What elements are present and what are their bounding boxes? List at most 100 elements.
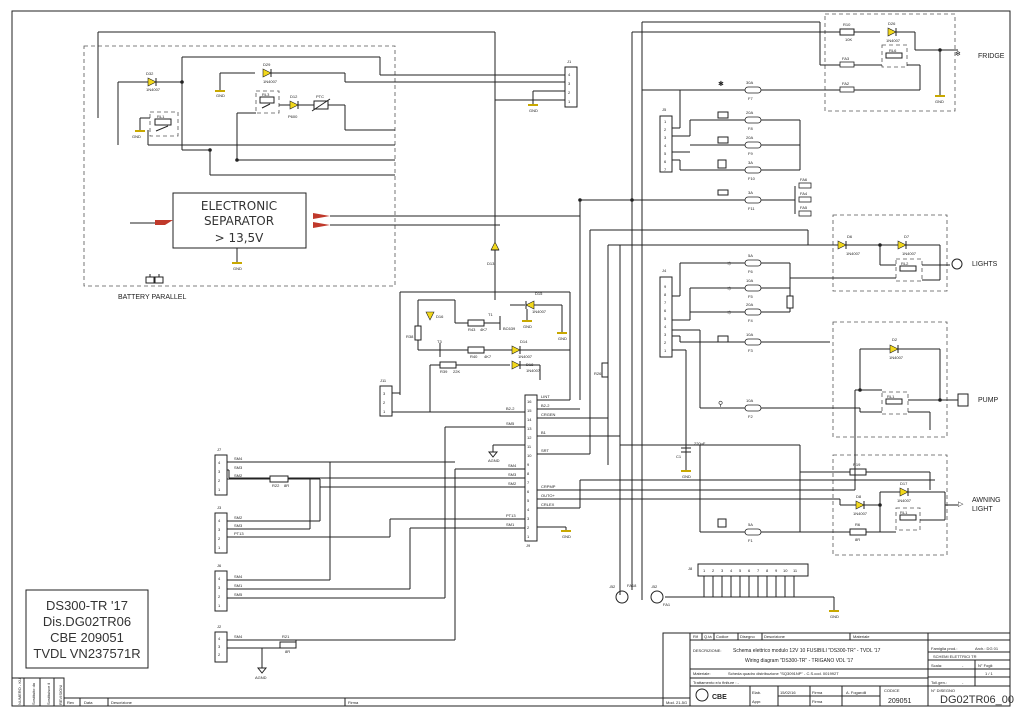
d29-part: 1N4007 (263, 79, 278, 84)
pump-label: PUMP (978, 397, 999, 404)
svg-text:SM3: SM3 (508, 472, 517, 477)
svg-text:Codice: Codice (716, 634, 729, 639)
svg-text:SM4: SM4 (234, 574, 243, 579)
j6-connector (214, 570, 228, 612)
svg-text:2: 2 (218, 536, 221, 541)
fridge-icon: ❄ (955, 50, 961, 58)
svg-text:2: 2 (218, 594, 221, 599)
svg-text:F4: F4 (748, 318, 753, 323)
svg-text:Materiale:: Materiale: (693, 671, 711, 676)
r6-resistor (849, 528, 867, 536)
fuse-f1: 5A F1 (700, 522, 800, 543)
svg-text:5: 5 (739, 568, 742, 573)
svg-text:Rif: Rif (693, 634, 699, 639)
svg-text:20A: 20A (746, 135, 753, 140)
svg-text:7: 7 (527, 480, 530, 485)
svg-text:1: 1 (218, 487, 221, 492)
svg-text:4: 4 (664, 143, 667, 148)
ptc-label: PTC (316, 94, 324, 99)
j11-label: J11 (380, 378, 387, 383)
svg-text:1: 1 (703, 568, 706, 573)
j8-label: J8 (688, 566, 693, 571)
separator-line3: > 13,5V (215, 231, 265, 245)
rl2-relay-lights (895, 258, 923, 282)
svg-text:Appr.: Appr. (752, 699, 761, 704)
svg-text:D7: D7 (904, 234, 910, 239)
svg-text:9: 9 (527, 462, 530, 467)
svg-text:B2-2: B2-2 (541, 403, 550, 408)
d7-diode (897, 240, 907, 250)
svg-text:Firma: Firma (812, 690, 823, 695)
svg-text:1N4007: 1N4007 (518, 354, 533, 359)
j8-connector (697, 563, 809, 577)
svg-text:GND: GND (935, 99, 944, 104)
separator-output-arrow (313, 213, 330, 219)
d32-label: D32 (146, 71, 154, 76)
svg-text:3: 3 (721, 568, 724, 573)
svg-text:4: 4 (218, 636, 221, 641)
d12-part: P600 (288, 114, 298, 119)
svg-text:2: 2 (664, 340, 667, 345)
svg-text:9: 9 (775, 568, 778, 573)
battery-parallel-label: BATTERY PARALLEL (118, 294, 186, 301)
svg-text:F5: F5 (748, 294, 753, 299)
svg-text:1 / 1: 1 / 1 (985, 671, 994, 676)
svg-text:6: 6 (748, 568, 751, 573)
stamp-box (25, 589, 149, 669)
svg-text:Firma: Firma (348, 700, 359, 705)
svg-text:AGND: AGND (488, 458, 500, 463)
svg-text:15: 15 (527, 408, 532, 413)
svg-text:Arch.: DG 01: Arch.: DG 01 (975, 646, 999, 651)
aux-icon-2 (717, 136, 729, 144)
d12-diode (289, 100, 299, 110)
svg-text:5A: 5A (748, 522, 753, 527)
tap-icon: ⚲ (718, 400, 723, 408)
r21-resistor (279, 641, 297, 649)
svg-text:SM2: SM2 (508, 481, 517, 486)
svg-text:30A: 30A (746, 80, 753, 85)
svg-text:4: 4 (664, 324, 667, 329)
svg-text:4: 4 (218, 518, 221, 523)
svg-text:2: 2 (383, 400, 386, 405)
svg-text:Descrizione: Descrizione (111, 700, 133, 705)
svg-text:13: 13 (527, 426, 532, 431)
j5-connector (659, 115, 673, 173)
svg-text:SM4: SM4 (234, 634, 243, 639)
svg-text:GND: GND (830, 614, 839, 619)
svg-text:3: 3 (218, 527, 221, 532)
d12-label: D12 (290, 94, 298, 99)
rl1-relay (149, 111, 179, 137)
drawing-code: 209051 (888, 698, 911, 705)
svg-text:R6: R6 (855, 522, 861, 527)
awning-label: AWNING (972, 497, 1001, 504)
r38-resistor (414, 325, 422, 341)
svg-text:N° DISEGNO: N° DISEGNO (931, 688, 955, 693)
bulb-icon (951, 258, 963, 270)
svg-text:D17: D17 (900, 481, 908, 486)
svg-text:OUTO+: OUTO+ (541, 493, 555, 498)
rl1-relay-awning (895, 507, 921, 531)
electronic-separator (172, 192, 307, 249)
cbe-logo (695, 688, 709, 702)
j11-connector (379, 385, 393, 417)
j9-pins: 16 15 14 13 12 11 10 9 8 7 6 5 4 3 2 1 (527, 399, 532, 539)
svg-text:F1: F1 (748, 538, 753, 543)
d14-diode (511, 345, 521, 355)
svg-text:D15: D15 (535, 291, 543, 296)
lamp-icon-2: ☼ (726, 285, 732, 292)
svg-text:-: - (962, 680, 964, 685)
drawing-frame (11, 10, 1011, 707)
svg-text:1: 1 (527, 534, 530, 539)
d13-diode (490, 241, 500, 251)
j4-label: J4 (662, 268, 667, 273)
gnd-label-3: GND (132, 134, 141, 139)
svg-text:N° Fogli:: N° Fogli: (978, 663, 993, 668)
svg-text:-: - (962, 663, 964, 668)
svg-text:2: 2 (568, 90, 571, 95)
awning-label-2: LIGHT (972, 506, 993, 513)
d15-diode (525, 300, 535, 310)
svg-text:F9: F9 (748, 151, 753, 156)
c1-value: 220uF (694, 441, 706, 446)
svg-text:F8: F8 (748, 126, 753, 131)
svg-text:7: 7 (664, 167, 667, 172)
